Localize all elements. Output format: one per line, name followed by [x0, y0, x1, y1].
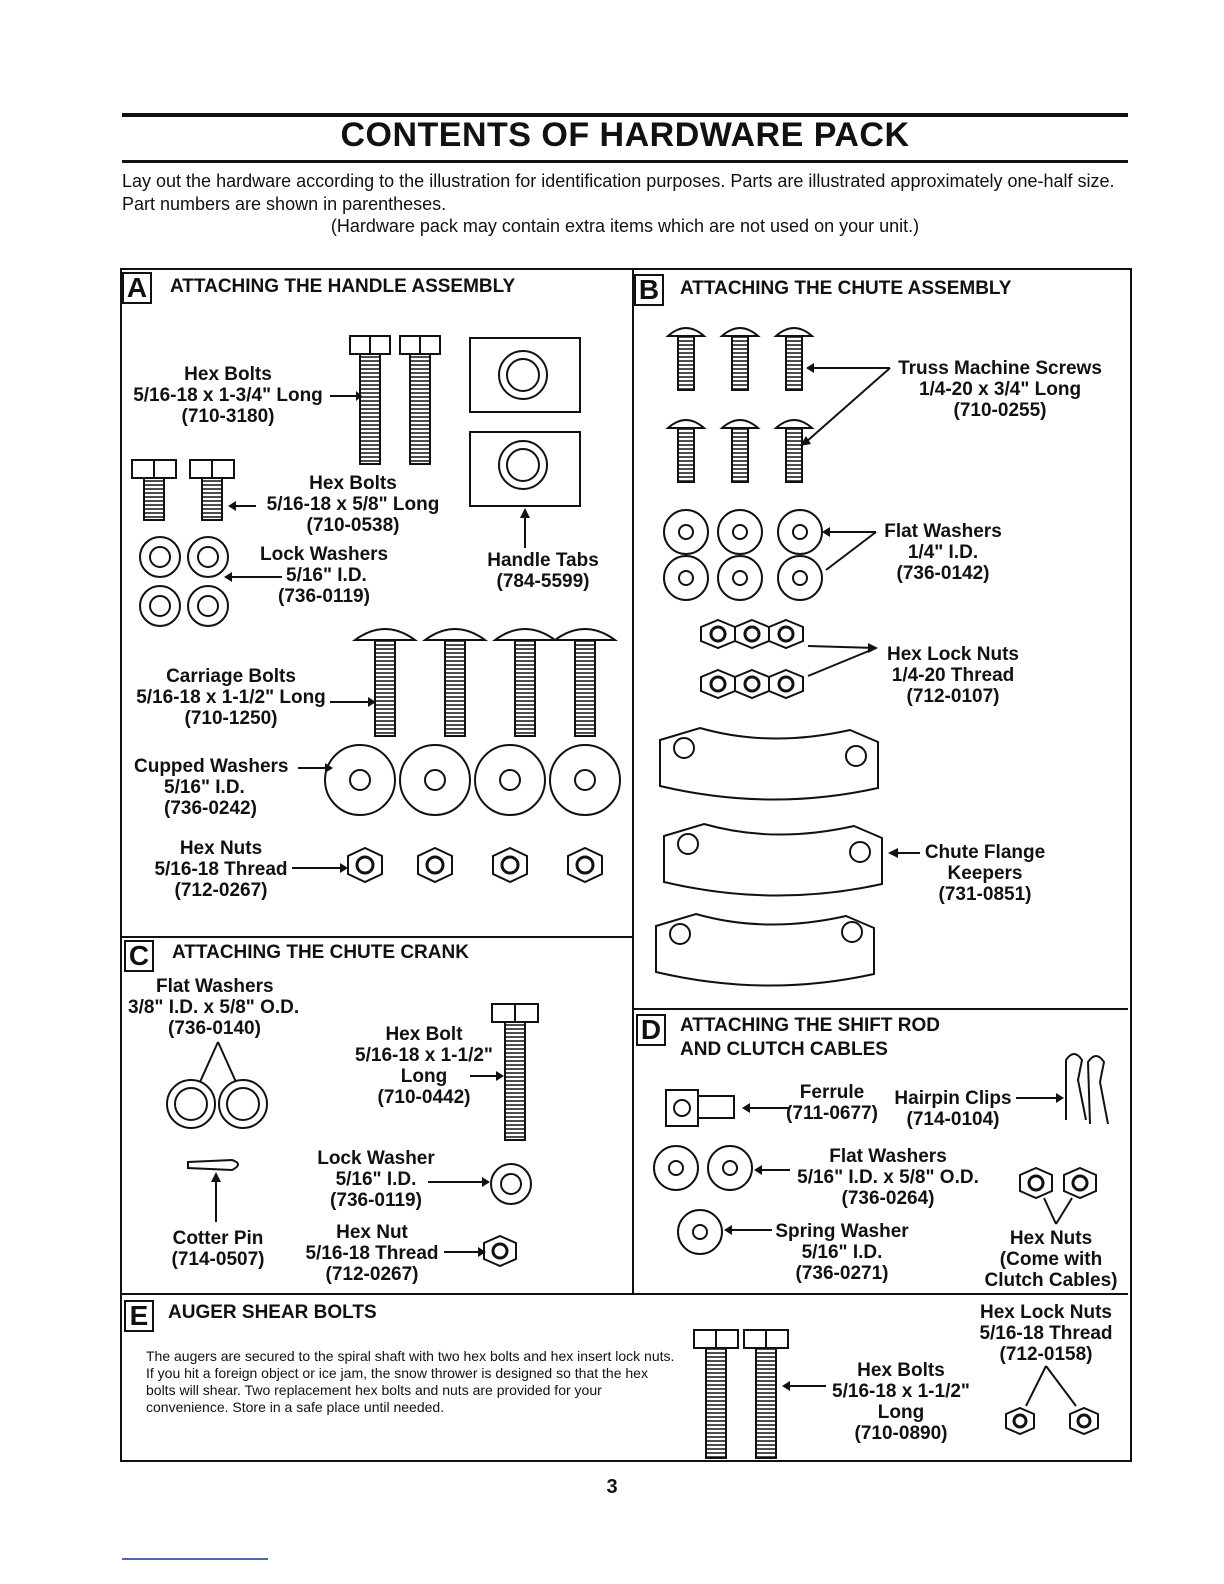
intro-text: Lay out the hardware according to the il…	[122, 171, 1115, 214]
handle-tab-icon	[469, 337, 581, 548]
hex-lock-nuts-b-label: Hex Lock Nuts 1/4-20 Thread (712-0107)	[887, 644, 1019, 707]
section-d-heading: ATTACHING THE SHIFT ROD AND CLUTCH CABLE…	[680, 1015, 940, 1060]
carriage-bolt-icon	[351, 628, 619, 737]
ferrule-label: Ferrule (711-0677)	[786, 1082, 878, 1124]
hairpin-clip-icon	[1065, 1053, 1109, 1125]
divider-ac	[122, 936, 632, 938]
cupped-washer-icon	[324, 744, 621, 816]
divider-ab	[632, 270, 634, 1294]
hex-lock-nut-shear-icon	[1005, 1365, 1099, 1436]
truss-screws-label: Truss Machine Screws 1/4-20 x 3/4" Long …	[898, 358, 1102, 421]
top-rule	[122, 113, 1128, 117]
page-title: CONTENTS OF HARDWARE PACK	[340, 116, 910, 154]
hex-bolts-shear-label: Hex Bolts 5/16-18 x 1-1/2" Long (710-089…	[832, 1360, 970, 1444]
section-d-letter: D	[636, 1014, 666, 1046]
shear-bolt-description: The augers are secured to the spiral sha…	[146, 1348, 675, 1415]
flat-washer-quarter-icon	[663, 509, 823, 601]
title-underline	[122, 160, 1128, 163]
spring-washer-label: Spring Washer 5/16" I.D. (736-0271)	[775, 1221, 909, 1284]
cupped-washers-label: Cupped Washers 5/16" I.D. (736-0242)	[134, 756, 289, 819]
hex-bolts-short-label: Hex Bolts 5/16-18 x 5/8" Long (710-0538)	[266, 473, 440, 536]
handle-tabs-label: Handle Tabs (784-5599)	[487, 550, 599, 592]
hex-lock-nuts-e-label: Hex Lock Nuts 5/16-18 Thread (712-0158)	[979, 1302, 1113, 1365]
spring-washer-icon	[677, 1209, 723, 1255]
hex-nuts-label: Hex Nuts 5/16-18 Thread (712-0267)	[154, 838, 288, 901]
hex-bolt-crank-icon	[491, 1003, 539, 1141]
carriage-bolts-label: Carriage Bolts 5/16-18 x 1-1/2" Long (71…	[136, 666, 326, 729]
section-a-heading: ATTACHING THE HANDLE ASSEMBLY	[170, 276, 516, 297]
hex-bolt-long-icon	[349, 335, 441, 465]
section-e-heading: AUGER SHEAR BOLTS	[168, 1302, 377, 1323]
divider-e	[122, 1293, 1128, 1295]
hex-bolts-long-label: Hex Bolts 5/16-18 x 1-3/4" Long (710-318…	[133, 364, 323, 427]
hex-bolt-shear-icon	[693, 1329, 789, 1459]
section-a-letter: A	[122, 272, 152, 304]
lock-washer-icon	[139, 536, 229, 627]
flat-washers-b-label: Flat Washers 1/4" I.D. (736-0142)	[884, 521, 1002, 584]
hex-bolt-crank-label: Hex Bolt 5/16-18 x 1-1/2" Long (710-0442…	[355, 1024, 493, 1108]
flat-washer-d-icon	[653, 1145, 753, 1191]
chute-flange-keeper-icon	[655, 726, 883, 987]
truss-screw-icon	[665, 327, 815, 483]
hardware-frame	[120, 268, 1132, 1462]
hex-nut-crank-icon	[483, 1234, 517, 1268]
ferrule-icon	[665, 1089, 735, 1127]
section-e-letter: E	[124, 1300, 154, 1332]
hex-bolt-short-icon	[131, 459, 235, 521]
hex-lock-nut-quarter-icon	[700, 618, 804, 700]
flat-washers-d-label: Flat Washers 5/16" I.D. x 5/8" O.D. (736…	[797, 1146, 979, 1209]
hex-nuts-clutch-icon	[1019, 1166, 1097, 1225]
divider-bd	[634, 1008, 1128, 1010]
section-c-letter: C	[124, 940, 154, 972]
section-b-heading: ATTACHING THE CHUTE ASSEMBLY	[680, 278, 1012, 299]
intro-note: (Hardware pack may contain extra items w…	[330, 216, 920, 236]
page-number: 3	[606, 1476, 618, 1498]
section-c-heading: ATTACHING THE CHUTE CRANK	[172, 942, 469, 963]
cotter-pin-icon	[187, 1158, 239, 1222]
hex-nuts-clutch-label: Hex Nuts (Come with Clutch Cables)	[984, 1228, 1118, 1291]
cotter-pin-label: Cotter Pin (714-0507)	[171, 1228, 265, 1270]
hairpin-clips-label: Hairpin Clips (714-0104)	[894, 1088, 1012, 1130]
lock-washer-crank-icon	[490, 1163, 532, 1205]
section-b-letter: B	[634, 274, 664, 306]
hex-nut-icon	[347, 846, 603, 884]
chute-flange-keepers-label: Chute Flange Keepers (731-0851)	[924, 842, 1046, 905]
hex-nut-crank-label: Hex Nut 5/16-18 Thread (712-0267)	[305, 1222, 439, 1285]
flat-washers-c-label: Flat Washers 3/8" I.D. x 5/8" O.D. (736-…	[128, 976, 300, 1039]
lock-washers-label: Lock Washers 5/16" I.D. (736-0119)	[260, 544, 389, 607]
lock-washer-crank-label: Lock Washer 5/16" I.D. (736-0119)	[317, 1148, 435, 1211]
flat-washer-three-eighths-icon	[166, 1041, 268, 1129]
